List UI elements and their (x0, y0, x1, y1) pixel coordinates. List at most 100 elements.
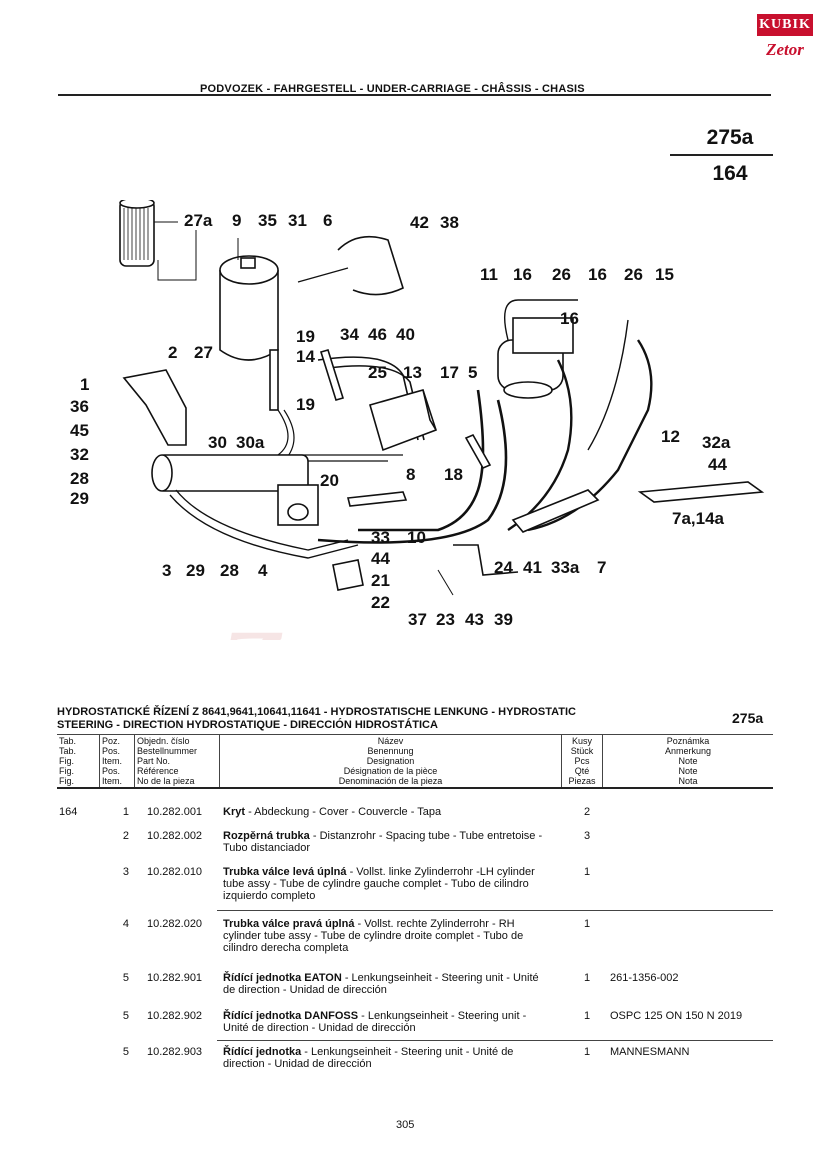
callout-label: 19 (296, 395, 315, 414)
callout-label: 24 (494, 558, 513, 577)
header-cell-line: Tab. (59, 736, 77, 746)
header-cell-line: Název (377, 736, 404, 746)
row-quantity: 1 (583, 1010, 591, 1022)
row-description: Trubka válce levá úplná - Vollst. linke … (223, 866, 553, 902)
header-cell-line: Item. (102, 776, 123, 786)
callout-label: 6 (323, 211, 332, 230)
callout-label: 16 (588, 265, 607, 284)
callout-label: 5 (468, 363, 477, 382)
header-cell-line: Fig. (59, 756, 75, 766)
row-quantity: 2 (583, 806, 591, 818)
callout-label: 3 (162, 561, 171, 580)
row-description: Kryt - Abdeckung - Cover - Couvercle - T… (223, 806, 553, 818)
row-description-rest: - Vollst. linke Zylinderrohr -LH cylinde… (223, 866, 535, 902)
row-description-rest: - Lenkungseinheit - Steering unit - Unit… (223, 1010, 527, 1034)
steering-cylinder (151, 454, 319, 526)
valve-block (369, 389, 437, 452)
callout-label: 29 (186, 561, 205, 580)
row-description: Řídící jednotka - Lenkungseinheit - Stee… (223, 1046, 553, 1070)
header-cell-line: Benennung (367, 746, 414, 756)
callout-label: 18 (444, 465, 463, 484)
callout-label: 36 (70, 397, 89, 416)
row-description-bold: Rozpěrná trubka (223, 830, 310, 842)
row-fig: 164 (59, 806, 78, 818)
header-cell-line: Note (678, 766, 698, 776)
section-ref: 275a (732, 710, 764, 726)
row-description-bold: Kryt (223, 806, 246, 818)
callout-label: 33 (371, 528, 390, 547)
header-cell-line: Note (678, 756, 698, 766)
callout-label: 31 (288, 211, 307, 230)
callout-label: 16 (513, 265, 532, 284)
section-title: HYDROSTATICKÉ ŘÍZENÍ Z 8641,9641,10641,1… (57, 706, 697, 732)
callout-label: 43 (465, 610, 484, 629)
row-pos: 5 (122, 972, 129, 984)
row-note: 261-1356-002 (610, 972, 679, 984)
callout-label: 7 (597, 558, 606, 577)
callout-label: 17 (440, 363, 459, 382)
row-description-bold: Trubka válce levá úplná (223, 866, 347, 878)
page-header-title: PODVOZEK - FAHRGESTELL - UNDER-CARRIAGE … (200, 83, 585, 95)
header-cell-line: Denominación de la pieza (338, 776, 443, 786)
row-pos: 4 (122, 918, 129, 930)
row-description-rest: - Abdeckung - Cover - Couvercle - Tapa (245, 806, 442, 818)
callout-label: 28 (70, 469, 89, 488)
callout-label: 27a (184, 211, 213, 230)
section-title-line2: STEERING - DIRECTION HYDROSTATIQUE - DIR… (57, 719, 438, 731)
callout-label: 37 (408, 610, 427, 629)
logo-zetor-text: Zetor (757, 38, 813, 62)
row-separator (217, 910, 773, 911)
dealer-logo: KUBIK Zetor (757, 14, 813, 66)
callout-label: 32a (702, 433, 731, 452)
header-cell-line: Référence (137, 766, 179, 776)
row-part-number: 10.282.020 (147, 918, 203, 930)
row-note: OSPC 125 ON 150 N 2019 (610, 1010, 743, 1022)
row-description-bold: Řídící jednotka DANFOSS (223, 1010, 359, 1022)
header-cell-line: Stück (570, 746, 594, 756)
callout-label: 9 (232, 211, 241, 230)
header-cell-line: No de la pieza (137, 776, 195, 786)
row-pos: 5 (122, 1046, 129, 1058)
row-description-rest: - Lenkungseinheit - Steering unit - Unit… (223, 1046, 514, 1070)
exploded-parts-diagram: Zetor (70, 200, 765, 640)
logo-kubik-text: KUBIK (757, 14, 813, 36)
callout-label: 45 (70, 421, 89, 440)
header-cell-line: Tab. (59, 746, 77, 756)
callout-label: 7a,14a (672, 509, 725, 528)
row-description: Řídící jednotka EATON - Lenkungseinheit … (223, 972, 553, 996)
row-pos: 2 (122, 830, 129, 842)
row-part-number: 10.282.902 (147, 1010, 203, 1022)
row-quantity: 1 (583, 1046, 591, 1058)
row-pos: 1 (122, 806, 129, 818)
row-part-number: 10.282.010 (147, 866, 203, 878)
callout-label: 12 (661, 427, 680, 446)
row-part-number: 10.282.901 (147, 972, 203, 984)
callout-label: 21 (371, 571, 390, 590)
callout-label: 16 (560, 309, 579, 328)
oil-tank (219, 238, 279, 361)
callout-label: 22 (371, 593, 390, 612)
callout-label: 28 (220, 561, 239, 580)
callout-label: 30a (236, 433, 265, 452)
row-description-bold: Řídící jednotka EATON (223, 972, 342, 984)
header-cell-line: Pcs (574, 756, 590, 766)
filter-cartridge (119, 200, 155, 267)
callout-label: 25 (368, 363, 387, 382)
row-description: Řídící jednotka DANFOSS - Lenkungseinhei… (223, 1010, 553, 1034)
callout-label: 41 (523, 558, 542, 577)
header-cell-line: Qté (574, 766, 590, 776)
section-title-line1: HYDROSTATICKÉ ŘÍZENÍ Z 8641,9641,10641,1… (57, 706, 576, 718)
header-cell-line: Piezas (568, 776, 596, 786)
callout-label: 29 (70, 489, 89, 508)
header-cell-line: Anmerkung (664, 746, 712, 756)
header-cell-line: Bestellnummer (137, 746, 198, 756)
header-cell-line: Pos. (102, 746, 121, 756)
callout-label: 20 (320, 471, 339, 490)
callout-label: 46 (368, 325, 387, 344)
row-quantity: 3 (583, 830, 591, 842)
header-divider (58, 94, 771, 96)
